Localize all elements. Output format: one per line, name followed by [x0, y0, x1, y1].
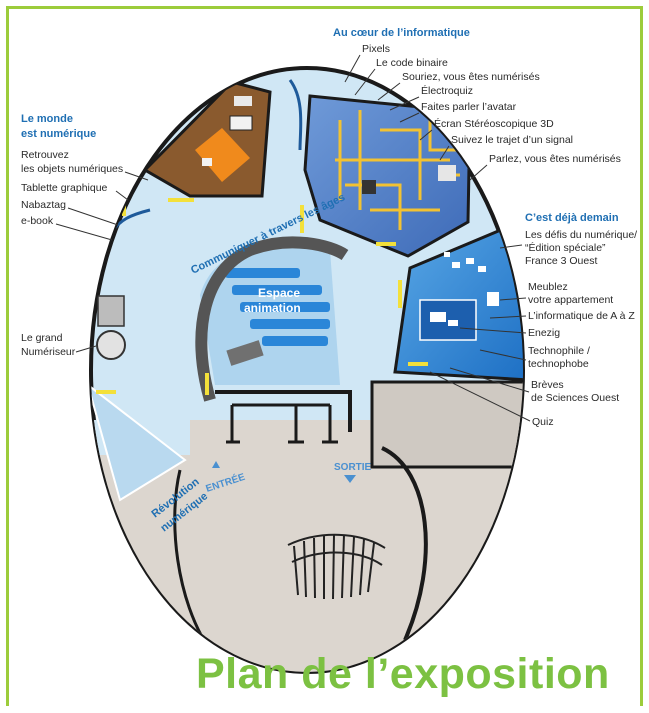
section-deja-demain: C’est déjà demain: [525, 212, 619, 224]
zone-espace-1: Espace: [258, 286, 300, 300]
label-nabaztag: Nabaztag: [21, 199, 66, 211]
label-pixels: Pixels: [362, 43, 390, 55]
section-monde-2: est numérique: [21, 128, 96, 140]
label-parlez: Parlez, vous êtes numérisés: [489, 153, 621, 165]
label-defis-1: Les défis du numérique/: [525, 229, 637, 241]
label-defis-3: France 3 Ouest: [525, 255, 597, 267]
label-quiz: Quiz: [532, 416, 554, 428]
label-techno-2: technophobe: [528, 358, 589, 370]
label-retrouvez-1: Retrouvez: [21, 149, 69, 161]
label-tablette: Tablette graphique: [21, 182, 108, 194]
label-electroquiz: Électroquiz: [421, 84, 473, 97]
label-informatique-az: L’informatique de A à Z: [528, 310, 635, 322]
label-ecran: Écran Stéréoscopique 3D: [434, 117, 554, 130]
label-numeriseur-2: Numériseur: [21, 346, 76, 358]
label-retrouvez-2: les objets numériques: [21, 163, 123, 175]
revolution-zone: [91, 382, 187, 502]
label-numeriseur-1: Le grand: [21, 332, 63, 344]
section-monde-1: Le monde: [21, 113, 73, 125]
zone-espace-2: animation: [244, 301, 301, 315]
wall-communiquer: [195, 236, 349, 402]
label-enezig: Enezig: [528, 327, 560, 339]
zone-sortie: SORTIE: [334, 462, 372, 473]
label-avatar: Faites parler l’avatar: [421, 101, 517, 113]
label-code-binaire: Le code binaire: [376, 57, 448, 69]
label-meublez-2: votre appartement: [528, 294, 613, 306]
label-breves-1: Brèves: [531, 379, 564, 391]
label-trajet: Suivez le trajet d’un signal: [451, 134, 573, 146]
label-defis-2: “Édition spéciale”: [525, 241, 606, 254]
page-title: Plan de l’exposition: [196, 650, 610, 698]
page-frame: [6, 6, 643, 706]
label-techno-1: Technophile /: [528, 345, 590, 357]
sortie-arrow-icon: [344, 475, 356, 483]
label-souriez: Souriez, vous êtes numérisés: [402, 71, 540, 83]
label-meublez-1: Meublez: [528, 281, 568, 293]
entree-arrow-icon: [212, 461, 220, 468]
section-au-coeur: Au cœur de l’informatique: [333, 27, 470, 39]
label-ebook: e-book: [21, 215, 54, 227]
label-breves-2: de Sciences Ouest: [531, 392, 619, 404]
